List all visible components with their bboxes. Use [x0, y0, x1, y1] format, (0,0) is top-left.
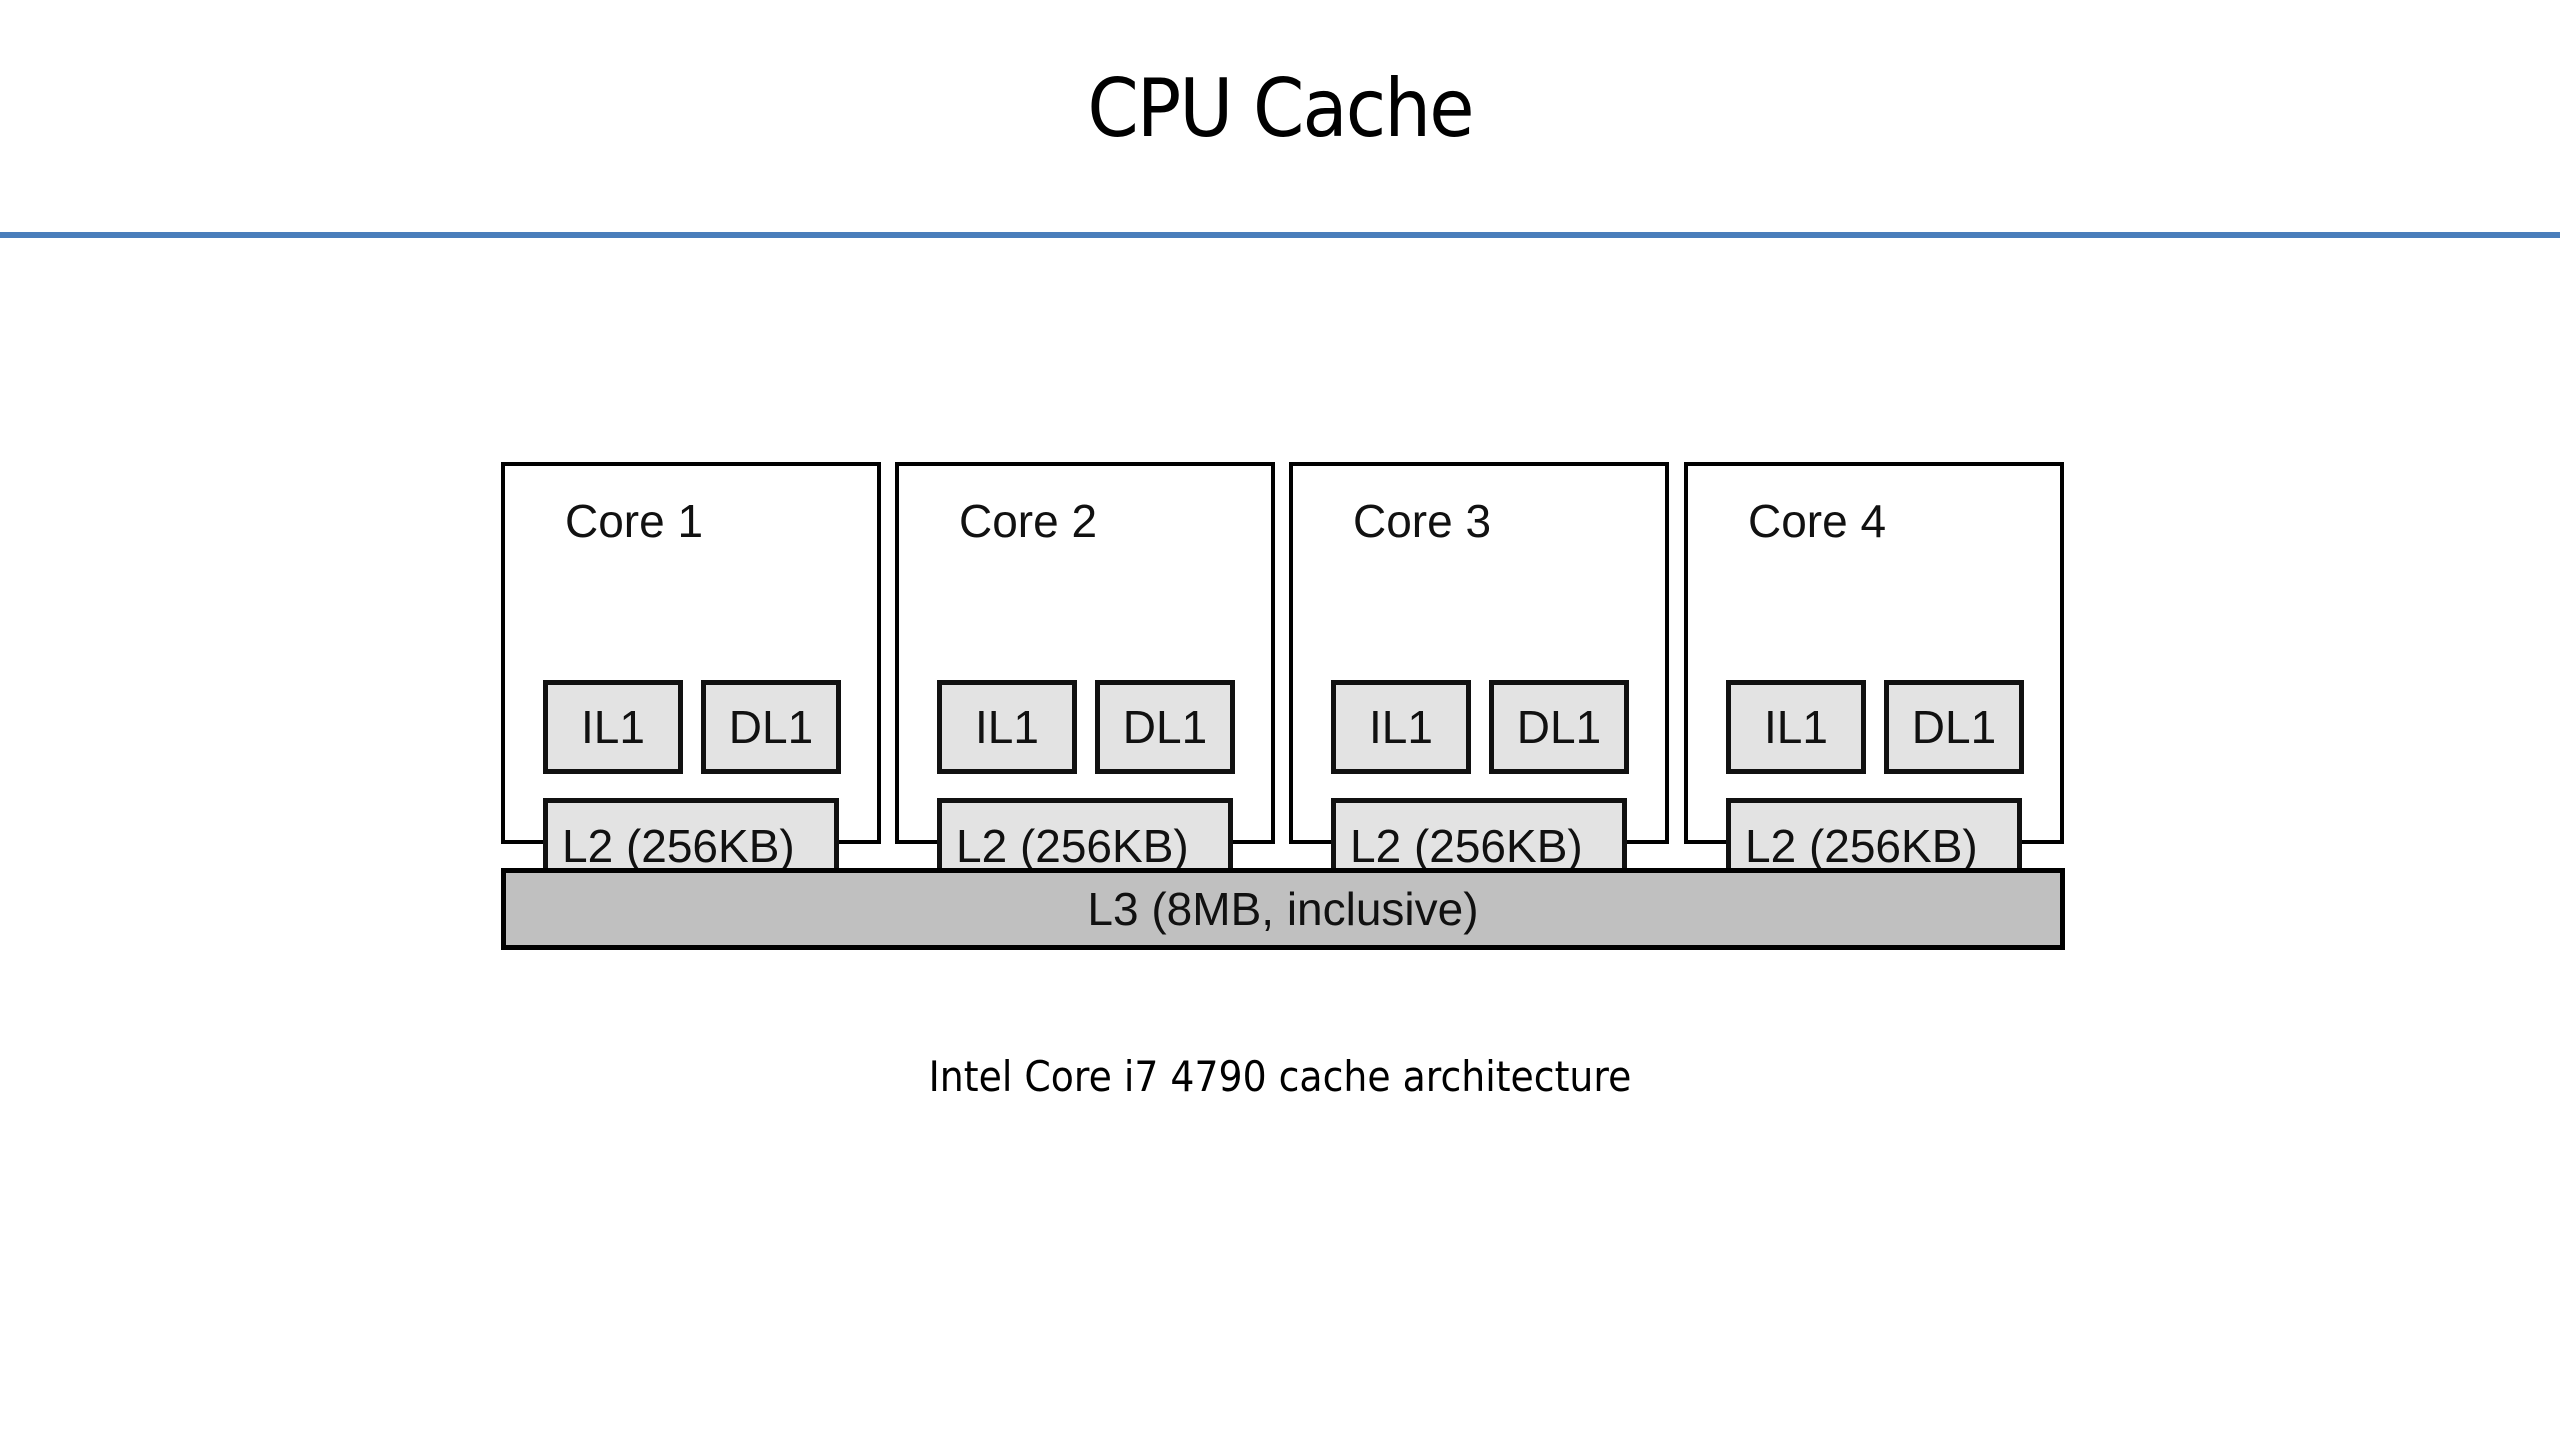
l3-cache: L3 (8MB, inclusive)	[501, 868, 2065, 950]
title-divider	[0, 232, 2560, 238]
il1-cache: IL1	[1726, 680, 1866, 774]
il1-cache: IL1	[937, 680, 1077, 774]
core-3-box: Core 3 IL1 DL1 L2 (256KB)	[1289, 462, 1669, 894]
core-1-box: Core 1 IL1 DL1 L2 (256KB)	[501, 462, 881, 894]
core-2-box: Core 2 IL1 DL1 L2 (256KB)	[895, 462, 1275, 894]
il1-cache: IL1	[543, 680, 683, 774]
core-label: Core 4	[1748, 495, 1887, 547]
il1-cache: IL1	[1331, 680, 1471, 774]
core-label: Core 1	[565, 495, 704, 547]
dl1-cache: DL1	[1095, 680, 1235, 774]
slide-title: CPU Cache	[1087, 62, 1474, 155]
core-4-box: Core 4 IL1 DL1 L2 (256KB)	[1684, 462, 2064, 894]
core-label: Core 2	[959, 495, 1098, 547]
figure-caption: Intel Core i7 4790 cache architecture	[928, 1052, 1632, 1101]
core-label: Core 3	[1353, 495, 1492, 547]
dl1-cache: DL1	[1489, 680, 1629, 774]
dl1-cache: DL1	[1884, 680, 2024, 774]
dl1-cache: DL1	[701, 680, 841, 774]
